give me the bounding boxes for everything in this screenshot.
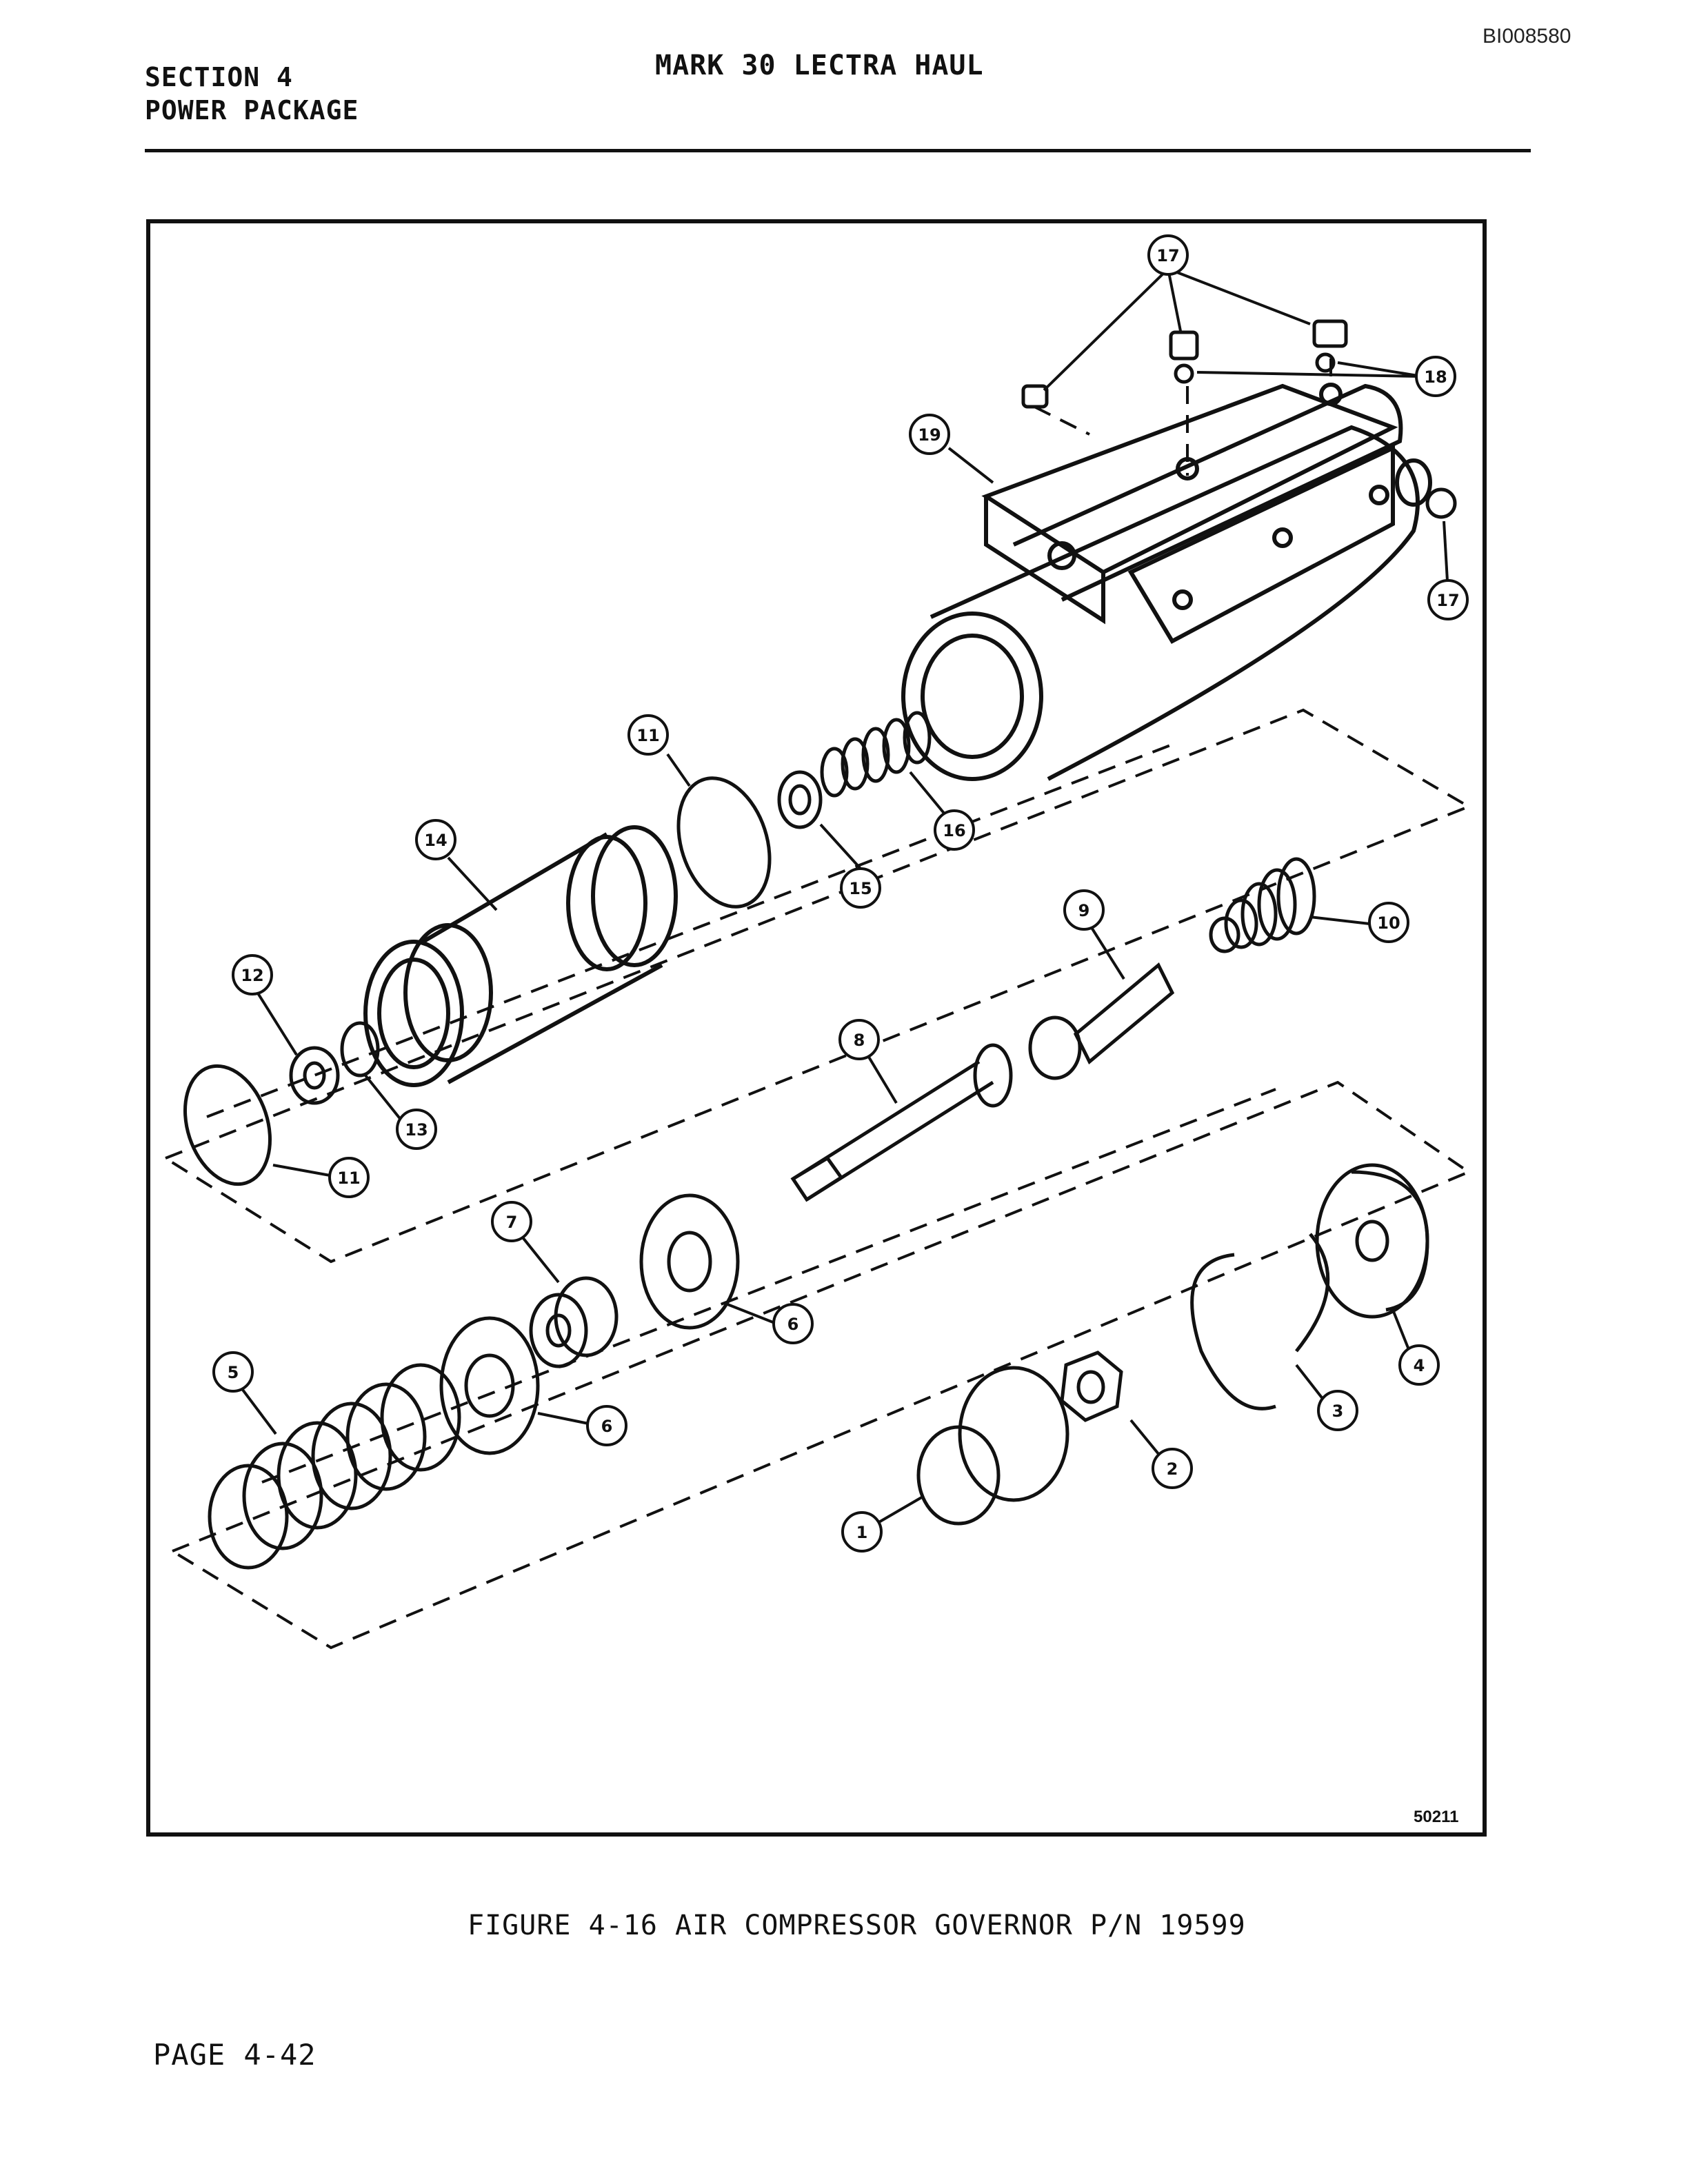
callout-6-lower: 6 bbox=[601, 1417, 613, 1436]
callout-11-lower: 11 bbox=[337, 1169, 360, 1188]
washer-hole bbox=[303, 1061, 326, 1090]
small-ring bbox=[340, 1021, 380, 1078]
dashed-centerlines bbox=[162, 358, 1472, 1650]
callout-12: 12 bbox=[241, 966, 263, 985]
retainer bbox=[777, 770, 823, 829]
conical-spring bbox=[1209, 857, 1316, 953]
callout-16: 16 bbox=[943, 821, 965, 840]
figure-caption: FIGURE 4-16 AIR COMPRESSOR GOVERNOR P/N … bbox=[468, 1910, 1246, 1941]
callout-2: 2 bbox=[1167, 1459, 1178, 1479]
seal-ring-upper bbox=[676, 776, 772, 909]
callout-11-upper: 11 bbox=[636, 726, 659, 745]
small-spring bbox=[820, 711, 932, 798]
plate-upper bbox=[639, 1193, 740, 1330]
fittings-top bbox=[1021, 319, 1457, 519]
callout-3: 3 bbox=[1332, 1402, 1344, 1421]
callout-17-top: 17 bbox=[1156, 246, 1179, 265]
callout-1: 1 bbox=[856, 1523, 868, 1542]
callout-5: 5 bbox=[228, 1363, 239, 1382]
seal-ring-lower bbox=[183, 1064, 272, 1186]
section-name: POWER PACKAGE bbox=[145, 95, 359, 125]
adjusting-screw bbox=[916, 1366, 1069, 1526]
callout-19: 19 bbox=[918, 425, 941, 445]
figure-frame bbox=[146, 219, 1487, 1837]
callout-8: 8 bbox=[854, 1031, 865, 1050]
callout-6-upper: 6 bbox=[787, 1315, 799, 1334]
drawing-number: 50211 bbox=[1414, 1808, 1459, 1826]
section-number: SECTION 4 bbox=[145, 62, 293, 92]
page-number: PAGE 4-42 bbox=[153, 2038, 316, 2072]
callout-13: 13 bbox=[405, 1120, 428, 1140]
plate-lower bbox=[439, 1316, 540, 1455]
valve bbox=[1028, 962, 1175, 1080]
callout-14: 14 bbox=[424, 831, 447, 850]
callout-9: 9 bbox=[1078, 901, 1090, 920]
callout-4: 4 bbox=[1414, 1356, 1425, 1375]
callout-10: 10 bbox=[1377, 913, 1400, 933]
sleeve bbox=[363, 825, 678, 1087]
exploded-view-drawing: 17 18 19 17 11 16 15 14 12 13 11 9 10 8 … bbox=[162, 234, 1472, 1650]
callout-7: 7 bbox=[506, 1213, 518, 1232]
document-id: BI008580 bbox=[1483, 25, 1571, 48]
large-spring bbox=[208, 1363, 461, 1570]
cap bbox=[1315, 1163, 1429, 1319]
callout-15: 15 bbox=[849, 879, 872, 898]
washer bbox=[289, 1046, 340, 1105]
section-heading: SECTION 4 POWER PACKAGE bbox=[145, 61, 359, 127]
stem bbox=[790, 1043, 1013, 1202]
leader-lines bbox=[233, 267, 1449, 1532]
snap-ring bbox=[1190, 1233, 1330, 1410]
manual-title: MARK 30 LECTRA HAUL bbox=[655, 50, 984, 81]
piston bbox=[529, 1276, 619, 1368]
governor-body bbox=[901, 383, 1432, 781]
header-rule bbox=[145, 149, 1531, 152]
callout-17-side: 17 bbox=[1436, 591, 1459, 610]
callout-18: 18 bbox=[1424, 367, 1447, 387]
lock-nut bbox=[1060, 1351, 1123, 1422]
